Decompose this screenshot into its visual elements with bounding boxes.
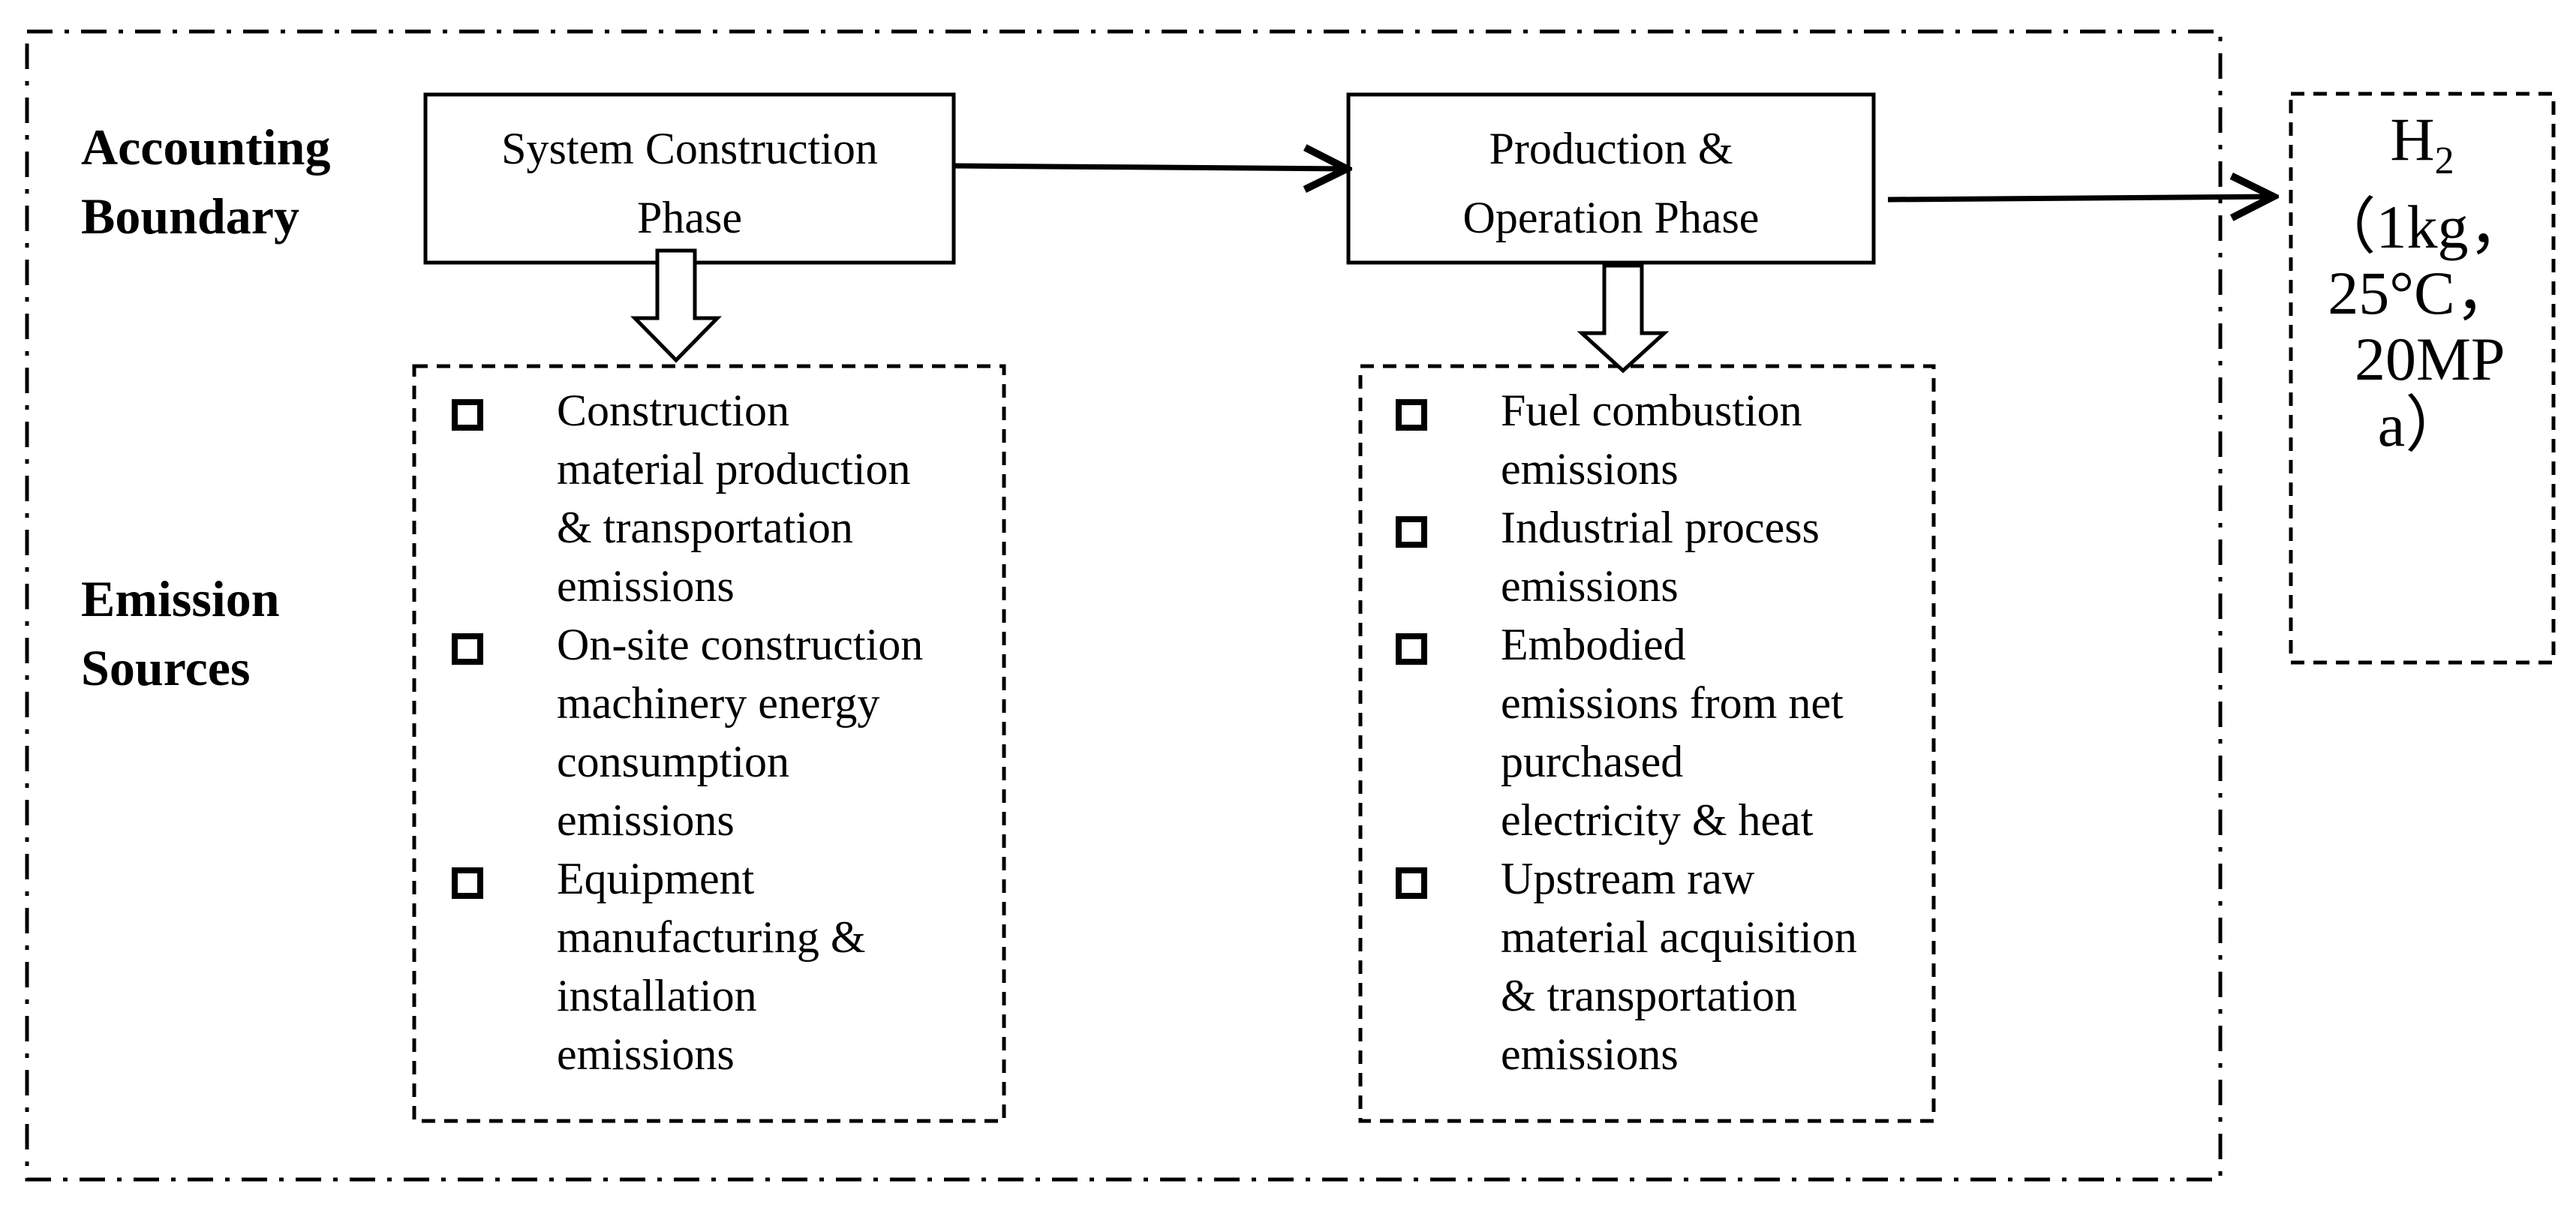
list-item: Equipment manufacturing & installation e… <box>452 849 992 1083</box>
square-bullet-icon <box>1396 633 1427 665</box>
output-hydrogen: H2 （1kg， 25°C， 20MP a） <box>2296 107 2548 458</box>
construction-phase-label: System Construction Phase <box>501 124 878 242</box>
output-line: a） <box>2377 391 2467 459</box>
hydrogen-formula: H2 <box>2296 107 2548 194</box>
operation-sources-box <box>1358 364 1936 1123</box>
down-arrow-construction <box>630 248 722 363</box>
construction-sources-box <box>412 364 1006 1123</box>
square-bullet-icon <box>1396 867 1427 899</box>
square-bullet-icon <box>1396 399 1427 431</box>
list-item-text: On-site construction machinery energy co… <box>557 620 924 845</box>
accounting-boundary-label: Accounting Boundary <box>81 119 331 245</box>
accounting-boundary-frame <box>25 29 2223 1182</box>
operation-phase-box <box>1346 92 1876 265</box>
square-bullet-icon <box>452 867 483 899</box>
list-item-text: Industrial process emissions <box>1501 503 1820 611</box>
arrow-operation-to-output <box>1887 197 2274 200</box>
operation-phase-label: Production & Operation Phase <box>1462 124 1760 242</box>
output-line: 20MP <box>2339 325 2505 393</box>
construction-sources-list: Construction material production & trans… <box>452 381 992 1083</box>
list-item-text: Upstream raw material acquisition & tran… <box>1501 854 1857 1079</box>
list-item-text: Embodied emissions from net purchased el… <box>1501 620 1844 845</box>
square-bullet-icon <box>1396 516 1427 548</box>
list-item-text: Equipment manufacturing & installation e… <box>557 854 866 1079</box>
list-item: On-site construction machinery energy co… <box>452 615 992 849</box>
list-item: Upstream raw material acquisition & tran… <box>1396 849 1928 1083</box>
list-item-text: Fuel combustion emissions <box>1501 386 1802 494</box>
list-item: Industrial process emissions <box>1396 498 1928 615</box>
arrow-construction-to-operation <box>954 166 1347 169</box>
emission-sources-label: Emission Sources <box>81 570 280 696</box>
list-item: Embodied emissions from net purchased el… <box>1396 615 1928 849</box>
output-line: 25°C， <box>2328 259 2517 327</box>
hydrogen-subscript: 2 <box>2434 140 2454 182</box>
output-line: （1kg， <box>2314 193 2530 261</box>
output-box <box>2289 92 2556 665</box>
square-bullet-icon <box>452 633 483 665</box>
list-item: Construction material production & trans… <box>452 381 992 615</box>
hydrogen-symbol: H <box>2390 105 2435 173</box>
operation-sources-list: Fuel combustion emissions Industrial pro… <box>1396 381 1928 1083</box>
list-item: Fuel combustion emissions <box>1396 381 1928 498</box>
list-item-text: Construction material production & trans… <box>557 386 911 611</box>
square-bullet-icon <box>452 399 483 431</box>
down-arrow-operation <box>1577 263 1670 374</box>
